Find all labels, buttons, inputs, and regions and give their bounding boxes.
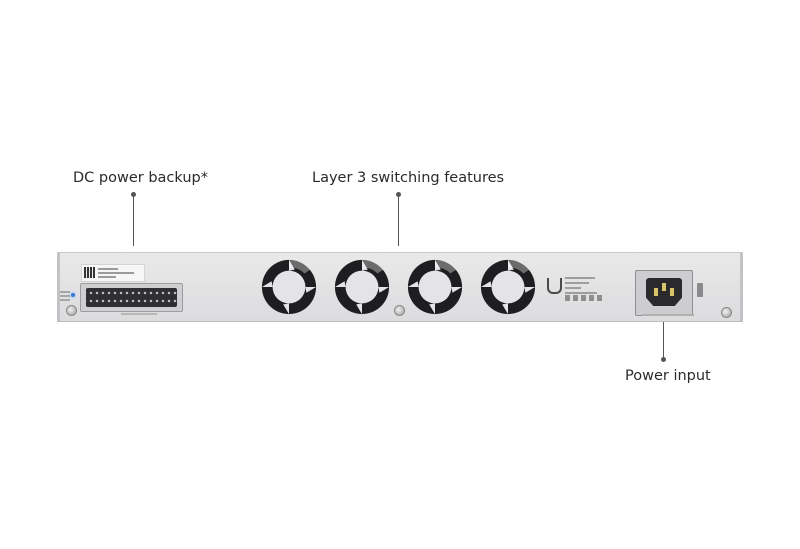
- serial-qr-label: [81, 264, 145, 282]
- callout-power-input: Power input: [625, 368, 711, 384]
- certification-marks-icon: [565, 295, 603, 301]
- fan-icon: [334, 259, 390, 315]
- rack-ear-left: [57, 253, 60, 321]
- qr-code-icon: [84, 267, 95, 278]
- ubiquiti-logo-icon: [547, 278, 562, 294]
- regulatory-label: [565, 277, 597, 297]
- status-led: [71, 293, 75, 297]
- leader-dc-power-backup: [131, 192, 136, 246]
- leader-power-input: [661, 322, 666, 362]
- fan-icon: [480, 259, 536, 315]
- screw-icon: [721, 307, 732, 318]
- rack-ear-right: [740, 253, 743, 321]
- power-rating-caption: [642, 314, 694, 316]
- dc-connector-icon: [86, 288, 177, 307]
- dc-power-backup-port[interactable]: [80, 283, 183, 312]
- screw-icon: [66, 305, 77, 316]
- power-cord-clip[interactable]: [697, 283, 703, 297]
- fan-icon: [261, 259, 317, 315]
- ac-power-input-port[interactable]: [635, 270, 693, 316]
- screw-icon: [394, 305, 405, 316]
- callout-dc-power-backup: DC power backup*: [73, 170, 208, 186]
- leader-layer3-switching: [396, 192, 401, 246]
- led-legend: [60, 291, 70, 293]
- fan-icon: [407, 259, 463, 315]
- dc-port-caption: [121, 313, 157, 315]
- callout-layer3-switching: Layer 3 switching features: [312, 170, 505, 186]
- power-socket-icon: [646, 278, 682, 306]
- switch-rear-panel: [57, 252, 743, 322]
